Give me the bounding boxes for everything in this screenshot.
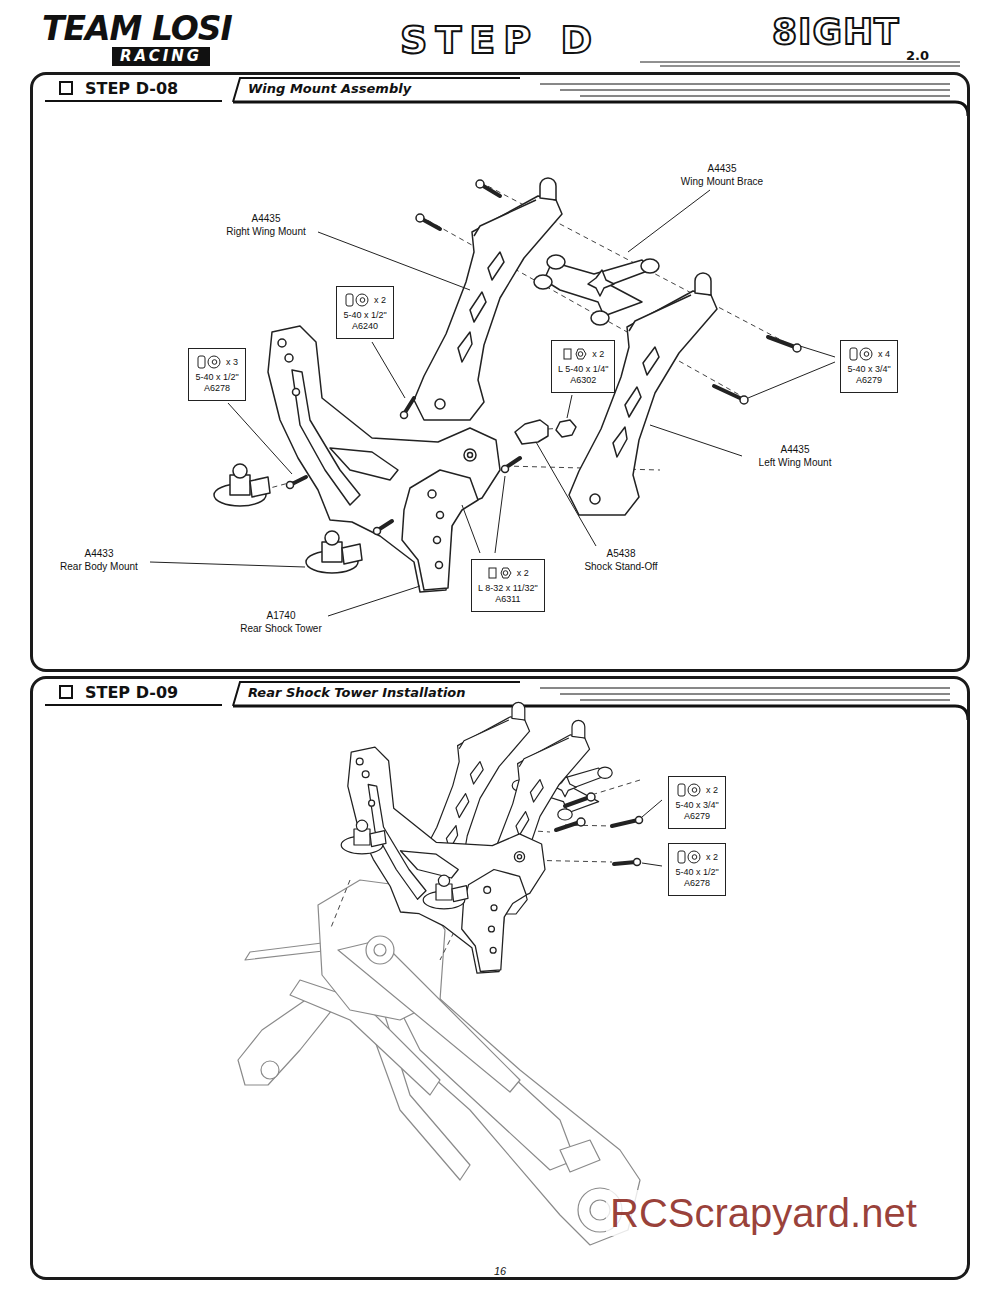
hardware-callout: x 4 5-40 x 3/4"A6279 bbox=[840, 340, 898, 393]
logo-text: TEAM LOSI bbox=[42, 10, 232, 48]
hardware-icon bbox=[676, 850, 702, 864]
part-number: A6240 bbox=[343, 321, 387, 332]
quantity: x 3 bbox=[226, 357, 238, 368]
step-number: STEP D-08 bbox=[85, 79, 178, 99]
screw-side bbox=[850, 348, 857, 360]
nut-top bbox=[501, 568, 511, 578]
quantity: x 2 bbox=[517, 568, 529, 579]
hardware-callout: x 2 L 5-40 x 1/4"A6302 bbox=[551, 340, 615, 393]
screw-top bbox=[688, 851, 700, 863]
part-number: A1740 bbox=[211, 609, 351, 622]
hardware-icon bbox=[562, 347, 588, 361]
hardware-icon bbox=[487, 566, 513, 580]
part-name: Left Wing Mount bbox=[725, 456, 865, 469]
hardware-icon bbox=[196, 355, 222, 369]
part-name: Wing Mount Brace bbox=[652, 175, 792, 188]
page-title: STEP D bbox=[360, 18, 640, 62]
logo-text: 8IGHT bbox=[772, 12, 900, 52]
screw-side bbox=[678, 784, 685, 796]
hardware-callout: x 2 5-40 x 1/2"A6278 bbox=[668, 843, 726, 896]
callout-head: x 2 bbox=[343, 293, 387, 307]
part-number: A6302 bbox=[558, 375, 608, 386]
part-number: A4435 bbox=[725, 443, 865, 456]
hardware-icon bbox=[344, 293, 370, 307]
part-name: Shock Stand-Off bbox=[551, 560, 691, 573]
callout-head: x 2 bbox=[478, 566, 538, 580]
part-number: A6279 bbox=[847, 375, 891, 386]
quantity: x 2 bbox=[706, 785, 718, 796]
part-number: A6311 bbox=[478, 594, 538, 605]
part-number: A4435 bbox=[196, 212, 336, 225]
quantity: x 2 bbox=[706, 852, 718, 863]
logo-text: 2.0 bbox=[906, 48, 929, 63]
quantity: x 2 bbox=[592, 349, 604, 360]
screw-top bbox=[208, 356, 220, 368]
quantity: x 4 bbox=[878, 349, 890, 360]
hardware-size: 5-40 x 1/2" bbox=[675, 867, 719, 878]
logo-text: RACING bbox=[112, 47, 210, 66]
part-number: A5438 bbox=[551, 547, 691, 560]
screw-hole bbox=[692, 855, 697, 860]
screw-hole bbox=[692, 788, 697, 793]
step-title: Wing Mount Assembly bbox=[248, 80, 411, 98]
hardware-size: 5-40 x 1/2" bbox=[195, 372, 239, 383]
nut-top bbox=[576, 349, 586, 359]
screw-side bbox=[198, 356, 205, 368]
screw-top bbox=[860, 348, 872, 360]
screw-top bbox=[356, 294, 368, 306]
callout-head: x 4 bbox=[847, 347, 891, 361]
hardware-callout: x 2 L 8-32 x 11/32"A6311 bbox=[471, 559, 545, 612]
nut-side bbox=[489, 568, 496, 578]
step-panel: STEP D-09 Rear Shock Tower Installation x … bbox=[30, 676, 970, 1280]
step-panel: STEP D-08 Wing Mount Assembly x 2 5-40 x 1/… bbox=[30, 72, 970, 672]
hardware-callout: x 3 5-40 x 1/2"A6278 bbox=[188, 348, 246, 401]
hardware-size: 5-40 x 3/4" bbox=[847, 364, 891, 375]
part-name: Rear Body Mount bbox=[29, 560, 169, 573]
callout-head: x 2 bbox=[675, 850, 719, 864]
hardware-size: 5-40 x 1/2" bbox=[343, 310, 387, 321]
part-number: A6278 bbox=[195, 383, 239, 394]
nut-side bbox=[564, 349, 571, 359]
step-number: STEP D-09 bbox=[85, 683, 178, 703]
screw-top bbox=[688, 784, 700, 796]
hardware-size: L 5-40 x 1/4" bbox=[558, 364, 608, 375]
callout-head: x 2 bbox=[675, 783, 719, 797]
screw-hole bbox=[864, 352, 869, 357]
callout-head: x 3 bbox=[195, 355, 239, 369]
part-number: A4435 bbox=[652, 162, 792, 175]
callout-head: x 2 bbox=[558, 347, 608, 361]
part-number: A6278 bbox=[675, 878, 719, 889]
part-number: A6279 bbox=[675, 811, 719, 822]
quantity: x 2 bbox=[374, 295, 386, 306]
screw-hole bbox=[578, 352, 583, 357]
screw-hole bbox=[360, 298, 365, 303]
hardware-icon bbox=[848, 347, 874, 361]
part-name: Rear Shock Tower bbox=[211, 622, 351, 635]
hardware-callout: x 2 5-40 x 1/2"A6240 bbox=[336, 286, 394, 339]
screw-hole bbox=[212, 360, 217, 365]
hardware-size: L 8-32 x 11/32" bbox=[478, 583, 538, 594]
watermark: RCScrapyard.net bbox=[606, 1190, 921, 1236]
hardware-callout: x 2 5-40 x 3/4"A6279 bbox=[668, 776, 726, 829]
hardware-icon bbox=[676, 783, 702, 797]
page-number: 16 bbox=[480, 1265, 520, 1278]
hardware-size: 5-40 x 3/4" bbox=[675, 800, 719, 811]
screw-side bbox=[346, 294, 353, 306]
part-name: Right Wing Mount bbox=[196, 225, 336, 238]
part-number: A4433 bbox=[29, 547, 169, 560]
screw-side bbox=[678, 851, 685, 863]
step-title: Rear Shock Tower Installation bbox=[248, 684, 466, 702]
screw-hole bbox=[503, 571, 508, 576]
